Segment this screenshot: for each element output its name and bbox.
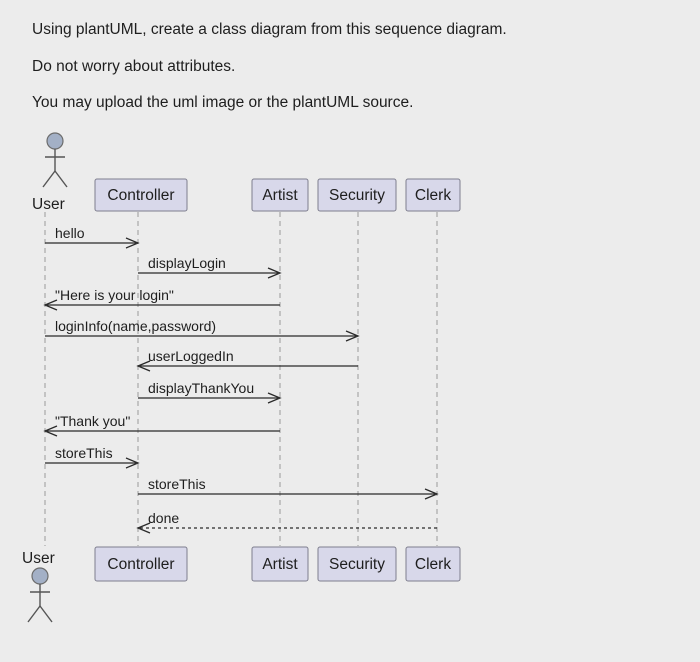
message-4-logininfo-name-password-label: loginInfo(name,password): [55, 318, 216, 334]
participant-artist-top-box: [251, 178, 309, 212]
actor-user-top-icon-head: [46, 132, 64, 150]
message-3-here-is-your-login-arrowhead: [43, 299, 58, 311]
actor-user-top-icon-leg-left: [42, 170, 56, 188]
participant-security-top-label: Security: [329, 187, 385, 204]
message-4-logininfo-name-password-arrowhead: [345, 330, 360, 342]
participant-artist-bottom-label: Artist: [262, 556, 298, 573]
message-10-done-label: done: [148, 510, 179, 526]
participant-artist-top-label: Artist: [262, 187, 298, 204]
message-2-displaylogin-label: displayLogin: [148, 255, 226, 271]
question-line-3: You may upload the uml image or the plan…: [32, 94, 414, 111]
participant-user-bottom-label: User: [22, 550, 55, 567]
participant-clerk-top-label: Clerk: [415, 187, 451, 204]
participant-security-top-box: [317, 178, 397, 212]
message-2-displaylogin-arrowhead: [267, 267, 282, 279]
participant-clerk-top-box: [405, 178, 461, 212]
participant-clerk-bottom-box: [405, 546, 461, 582]
question-line-1: Using plantUML, create a class diagram f…: [32, 21, 507, 38]
participant-security-bottom-label: Security: [329, 556, 385, 573]
participant-controller-top-label: Controller: [107, 187, 174, 204]
participant-controller-bottom-label: Controller: [107, 556, 174, 573]
participant-controller-bottom-box: [94, 546, 188, 582]
actor-user-bottom-icon-head: [31, 567, 49, 585]
participant-user-top-label: User: [32, 196, 65, 213]
message-6-displaythankyou-label: displayThankYou: [148, 380, 254, 396]
message-6-displaythankyou-arrowhead: [267, 392, 282, 404]
participant-controller-top-box: [94, 178, 188, 212]
participant-security-bottom-box: [317, 546, 397, 582]
message-7-thank-you-label: "Thank you": [55, 413, 130, 429]
participant-artist-bottom-box: [251, 546, 309, 582]
message-8-storethis-arrowhead: [125, 457, 140, 469]
message-10-done-arrowhead: [136, 522, 151, 534]
message-5-userloggedin-arrowhead: [136, 360, 151, 372]
actor-user-top-icon-leg-right: [54, 170, 68, 188]
actor-user-bottom-icon-leg-left: [27, 605, 41, 623]
message-5-userloggedin-label: userLoggedIn: [148, 348, 234, 364]
message-9-storethis-label: storeThis: [148, 476, 206, 492]
message-1-hello-label: hello: [55, 225, 85, 241]
participant-clerk-bottom-label: Clerk: [415, 556, 451, 573]
message-7-thank-you-arrowhead: [43, 425, 58, 437]
message-3-here-is-your-login-label: "Here is your login": [55, 287, 174, 303]
message-9-storethis-arrowhead: [424, 488, 439, 500]
actor-user-bottom-icon-leg-right: [39, 605, 53, 623]
message-8-storethis-label: storeThis: [55, 445, 113, 461]
question-line-2: Do not worry about attributes.: [32, 58, 236, 75]
message-1-hello-arrowhead: [125, 237, 140, 249]
